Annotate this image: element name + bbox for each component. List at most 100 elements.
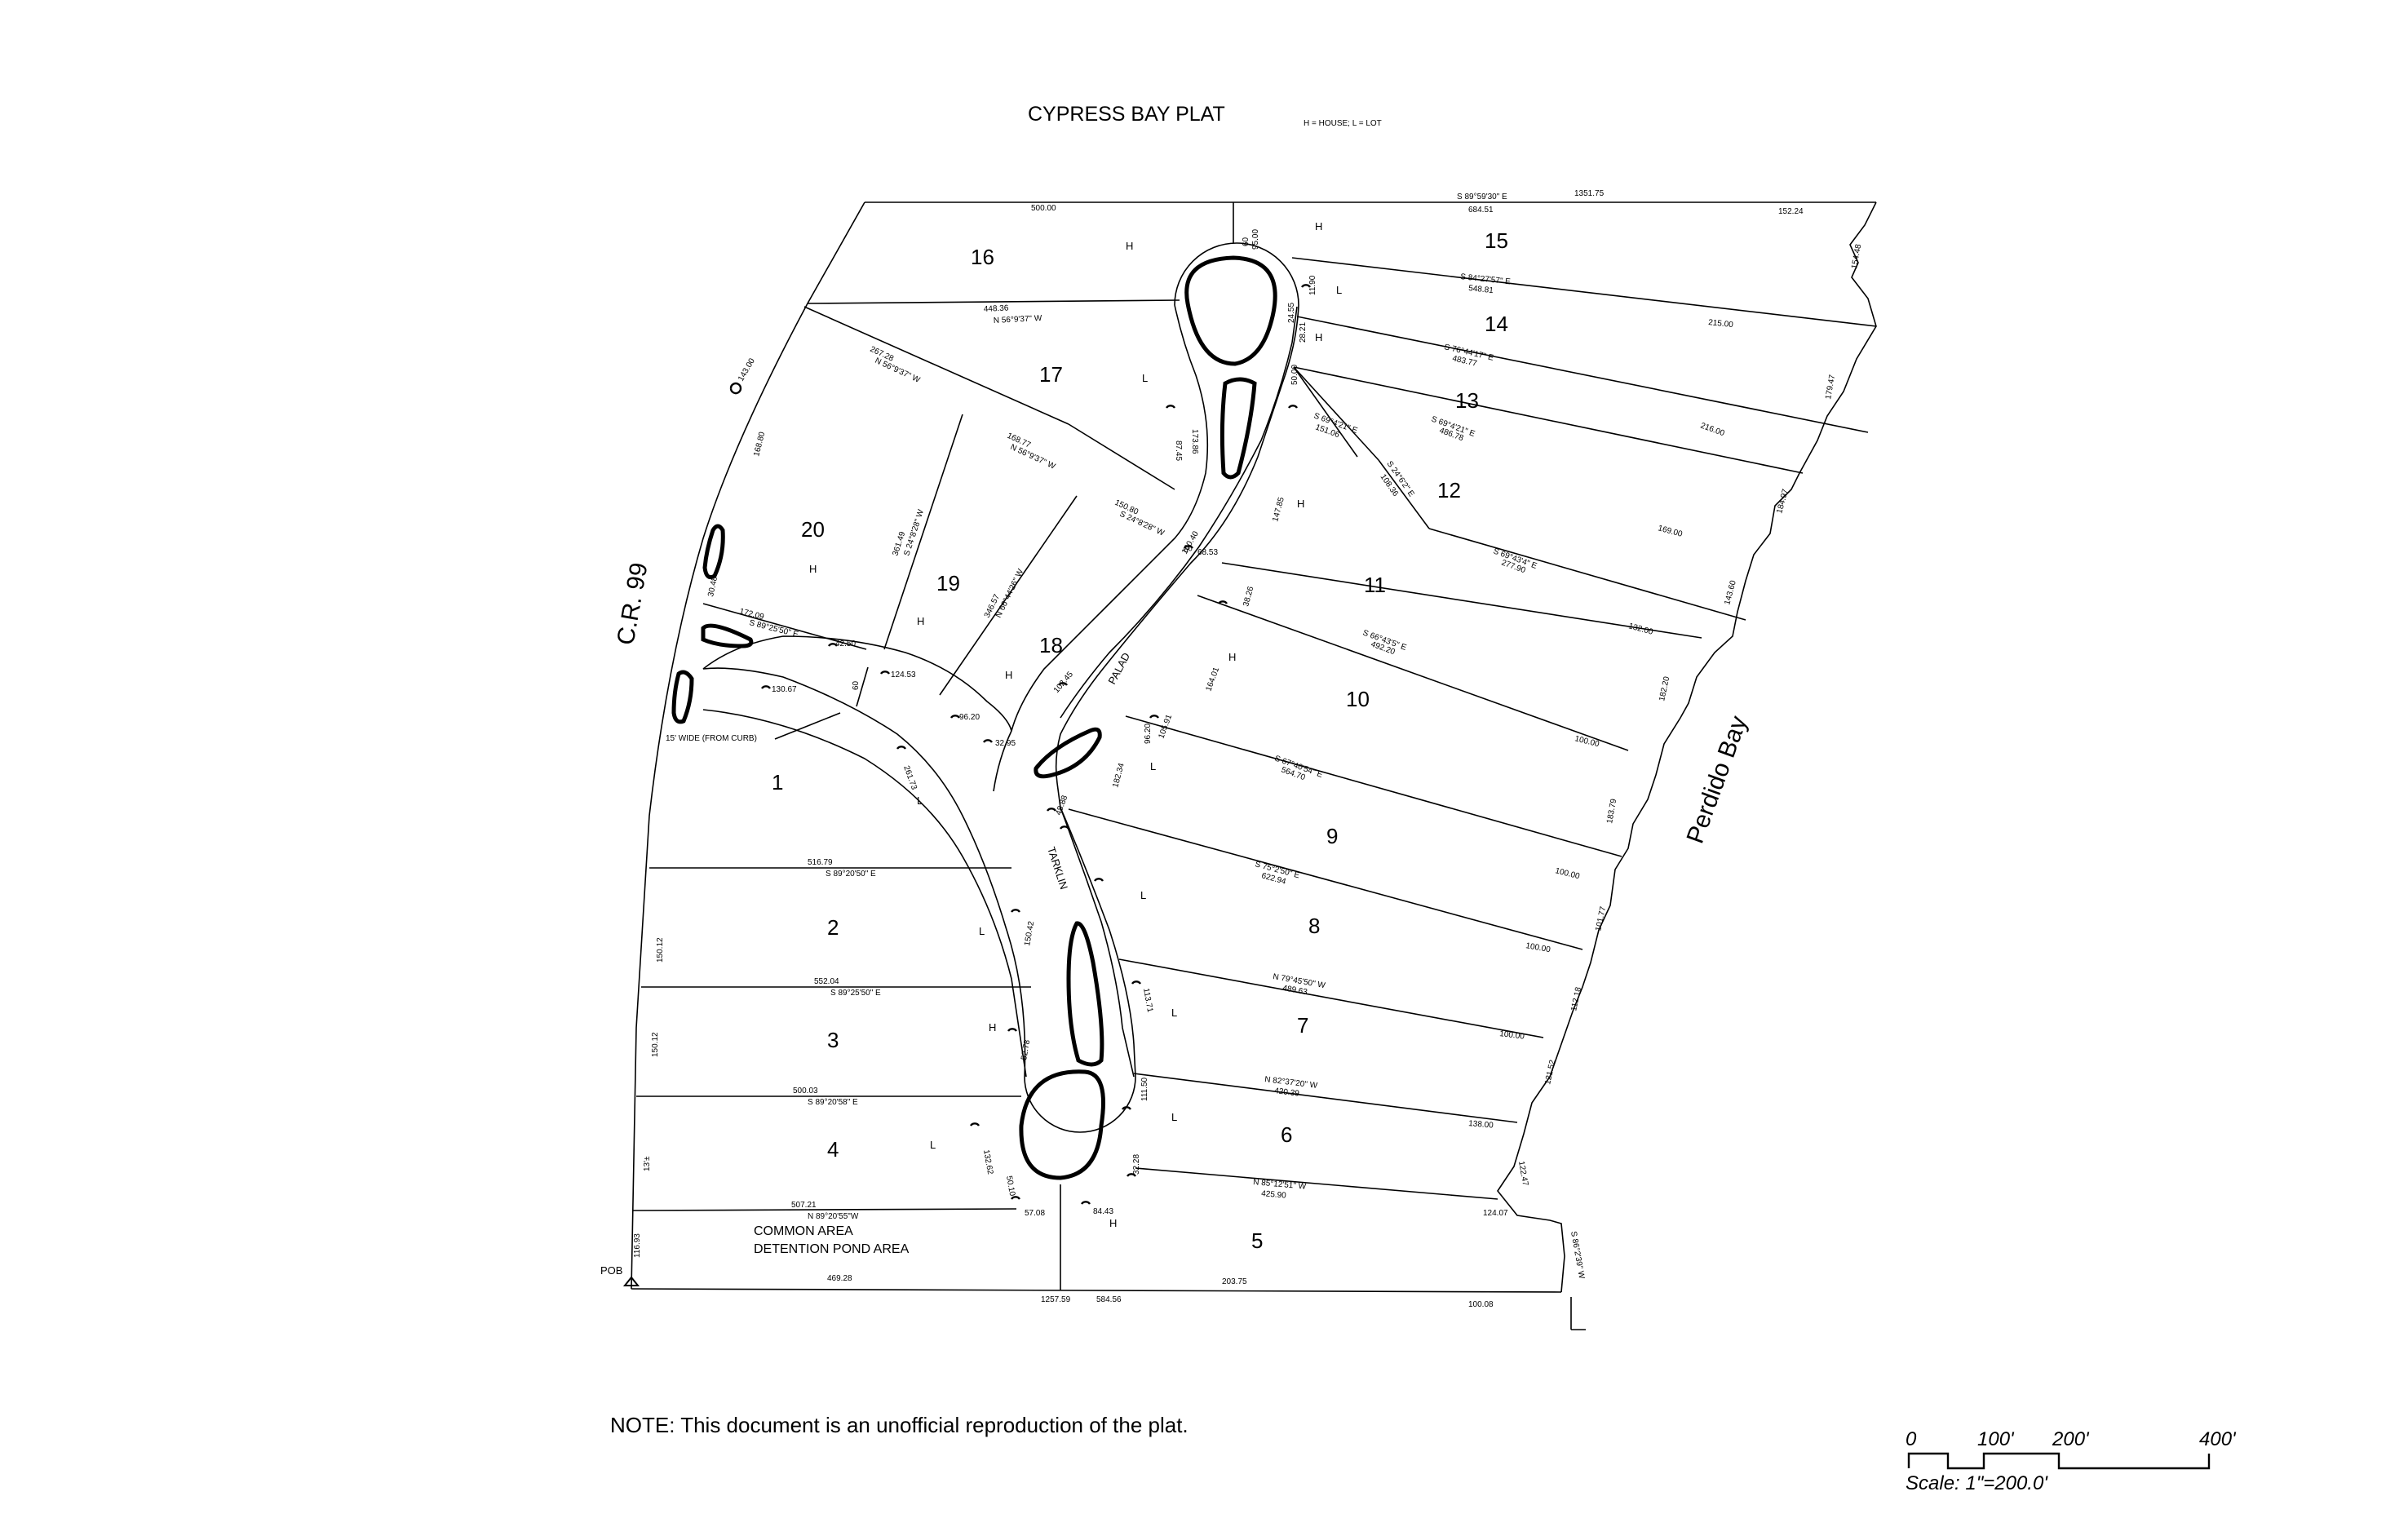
curve-label: 96.20 — [959, 713, 980, 722]
lower-cul-de-sac-island — [1019, 1069, 1105, 1180]
lot-marker: L — [930, 1139, 936, 1151]
curve-label: 87.45 — [1174, 440, 1183, 461]
house-marker: H — [1005, 669, 1012, 681]
distance-label: 121.52 — [1543, 1059, 1557, 1086]
distance-label: 215.00 — [1708, 318, 1734, 330]
distance-label: 469.28 — [827, 1274, 852, 1283]
lot-8: 8 — [1308, 914, 1320, 938]
bearing-label: S 84°27'57" E — [1460, 272, 1512, 286]
lot-11: 11 — [1364, 573, 1386, 597]
distance-label: 143.60 — [1723, 579, 1738, 606]
street-tarklin: TARKLIN — [1045, 845, 1070, 891]
curve-label: 147.85 — [1271, 496, 1286, 523]
distance-label: 489.63 — [1281, 984, 1308, 997]
curve-label: 60 — [1242, 237, 1250, 246]
curve-label: 132.62 — [981, 1149, 994, 1175]
distance-label: 420.39 — [1274, 1087, 1300, 1099]
lot-9: 9 — [1326, 824, 1338, 848]
distance-label: 169.00 — [1657, 524, 1684, 539]
legend-text: H = HOUSE; L = LOT — [1304, 119, 1382, 128]
lot-marker: L — [1150, 760, 1156, 772]
tarklin-median-island — [1066, 921, 1104, 1067]
curve-label: 96.20 — [1144, 724, 1153, 744]
bearing-label: 516.79 — [808, 858, 833, 867]
distance-label: S 86°2'39" W — [1569, 1231, 1586, 1280]
lot-2: 2 — [827, 915, 839, 940]
curve-label: 150.42 — [1023, 920, 1036, 946]
curve-label: 52.78 — [1020, 1039, 1032, 1061]
roads — [702, 242, 1299, 1133]
distance-label: S 89°25'50" E — [830, 989, 881, 998]
distance-label: 1351.75 — [1574, 189, 1605, 198]
scale-label: Scale: 1"=200.0' — [1906, 1472, 2048, 1494]
distance-label: 122.47 — [1516, 1161, 1529, 1187]
house-marker: H — [1109, 1217, 1117, 1229]
scale-tick-200: 200' — [2052, 1428, 2090, 1450]
distance-label: 154.48 — [1850, 243, 1863, 269]
distance-label: 184.97 — [1775, 488, 1791, 515]
markers: H H L H L H H H H H L L L L H L L L H — [809, 220, 1342, 1229]
common-area-label: COMMON AREA — [754, 1224, 853, 1238]
lot-marker: L — [1140, 889, 1146, 901]
curve-label: 24.55 — [1287, 303, 1296, 323]
distance-label: S 89°25'50" E — [748, 618, 799, 640]
plat-title: CYPRESS BAY PLAT — [1028, 103, 1225, 126]
curve-label: 173.86 — [1190, 429, 1199, 454]
bearing-label: 552.04 — [814, 977, 839, 986]
islands — [671, 255, 1277, 1180]
curve-label: 30.48 — [706, 575, 719, 597]
distance-label: 116.93 — [633, 1233, 642, 1258]
distance-label: 179.47 — [1824, 374, 1837, 400]
road-cr99: C.R. 99 — [612, 560, 653, 647]
curve-label: 50.10 — [1004, 1175, 1016, 1197]
house-marker: H — [1315, 220, 1322, 232]
distance-label: 183.79 — [1605, 798, 1618, 824]
lot-19: 19 — [936, 571, 960, 595]
scale-tick-400: 400' — [2199, 1428, 2237, 1450]
scale-tick-0: 0 — [1906, 1428, 1917, 1450]
lot-13: 13 — [1455, 388, 1479, 413]
distance-label: 500.00 — [1031, 204, 1056, 213]
curve-label: 38.26 — [1242, 585, 1255, 607]
lot-1: 1 — [772, 770, 783, 794]
distance-label: 100.00 — [1554, 866, 1581, 881]
lot-14: 14 — [1485, 312, 1508, 336]
distance-label: 150.12 — [651, 1032, 660, 1057]
distance-label: 182.20 — [1658, 675, 1671, 702]
distance-label: 124.07 — [1483, 1209, 1508, 1218]
curve-label: 32.28 — [1132, 1154, 1141, 1175]
curve-label: 60 — [852, 680, 861, 690]
scale-bar: 0 100' 200' 400' Scale: 1"=200.0' — [1906, 1428, 2237, 1494]
distance-label: 100.00 — [1499, 1029, 1525, 1042]
house-marker: H — [989, 1021, 996, 1033]
curve-label: 168.80 — [752, 431, 767, 458]
distance-label: 152.24 — [1778, 207, 1804, 216]
detention-pond-label: DETENTION POND AREA — [754, 1242, 910, 1256]
lot-20: 20 — [801, 517, 825, 542]
pob-triangle-icon — [622, 1276, 640, 1286]
lot-lines — [632, 202, 1877, 1290]
curve-label: 95.00 — [1251, 229, 1260, 250]
distance-label: 425.90 — [1261, 1189, 1287, 1201]
curve-label: 42.50 — [835, 640, 856, 648]
lot-marker: L — [1171, 1111, 1177, 1123]
upper-cul-de-sac-island — [1184, 255, 1277, 366]
distance-label: N 56°9'37" W — [874, 356, 922, 385]
distance-label: 548.81 — [1468, 284, 1494, 295]
distance-label: 684.51 — [1468, 206, 1494, 215]
house-marker: H — [1315, 331, 1322, 343]
disclaimer-note: NOTE: This document is an unofficial rep… — [610, 1413, 1189, 1437]
house-marker: H — [1297, 498, 1304, 510]
curve-label: 182.34 — [1111, 762, 1127, 789]
lot-12: 12 — [1437, 478, 1461, 502]
curve-label: 113.71 — [1141, 988, 1154, 1014]
lot-3: 3 — [827, 1028, 839, 1052]
distance-label: N 56°9'37" W — [994, 314, 1043, 325]
curve-label: 84.43 — [1093, 1207, 1113, 1216]
distance-label: 150.12 — [656, 937, 665, 963]
distance-label: 100.08 — [1468, 1300, 1494, 1309]
lot-4: 4 — [827, 1137, 839, 1162]
cr99-island-2 — [701, 623, 754, 648]
property-boundary — [631, 201, 1877, 1330]
